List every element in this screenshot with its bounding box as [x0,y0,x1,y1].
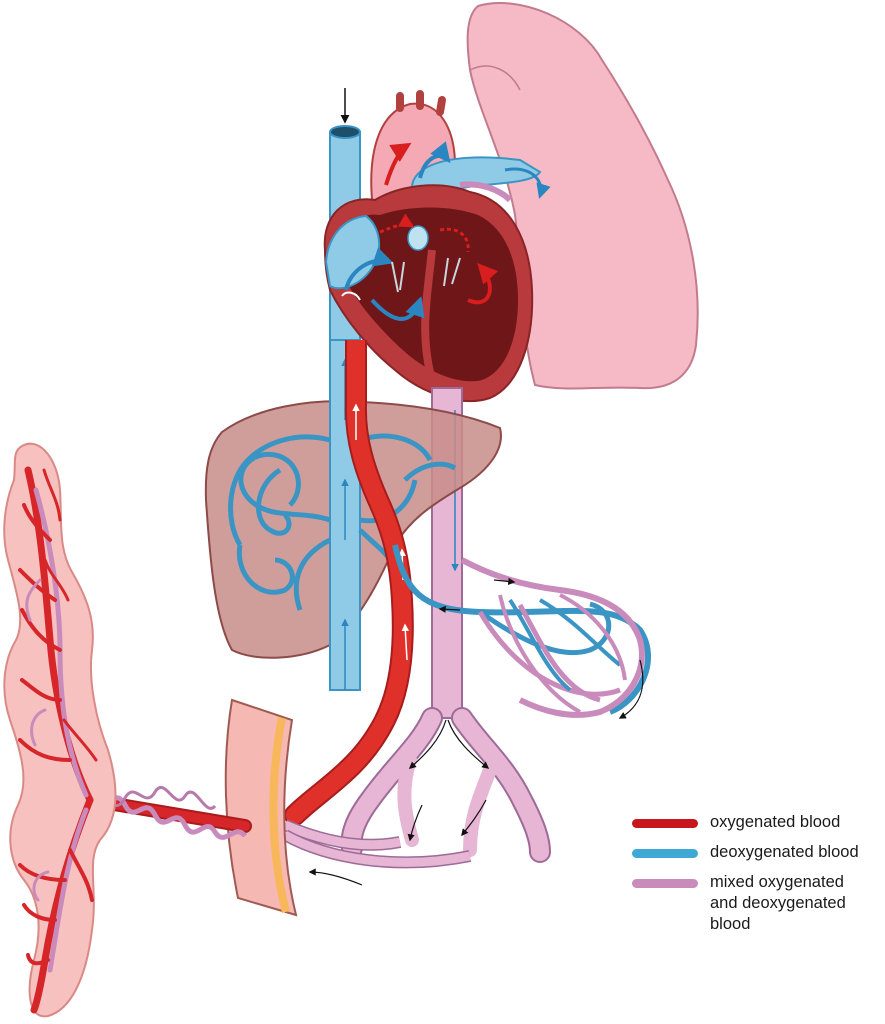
legend-swatch-oxygenated [632,819,698,828]
legend-label-mixed-line2: and deoxygenated [710,894,846,912]
legend-item-deoxygenated: deoxygenated blood [632,842,882,863]
curved-arrow-icon [618,659,644,719]
legend-label-oxygenated: oxygenated blood [710,813,841,831]
legend-label-mixed: mixed oxygenated and deoxygenated blood [710,872,846,935]
heart [323,184,534,402]
placenta [3,442,117,1018]
legend: oxygenated blood deoxygenated blood mixe… [632,812,882,944]
legend-item-mixed: mixed oxygenated and deoxygenated blood [632,872,882,935]
legend-swatch-mixed [632,879,698,888]
legend-label-mixed-line1: mixed oxygenated [710,873,844,891]
legend-item-oxygenated: oxygenated blood [632,812,882,833]
iliac-arteries [340,707,551,863]
legend-label-deoxygenated: deoxygenated blood [710,843,859,861]
umbilical-vein [284,340,414,826]
umbilical-arteries [282,819,472,886]
legend-swatch-deoxygenated [632,849,698,858]
uterine-wall [224,698,298,917]
legend-label-mixed-line3: blood [710,915,751,933]
intestinal-circulation [392,544,652,719]
great-vessels [370,90,551,203]
